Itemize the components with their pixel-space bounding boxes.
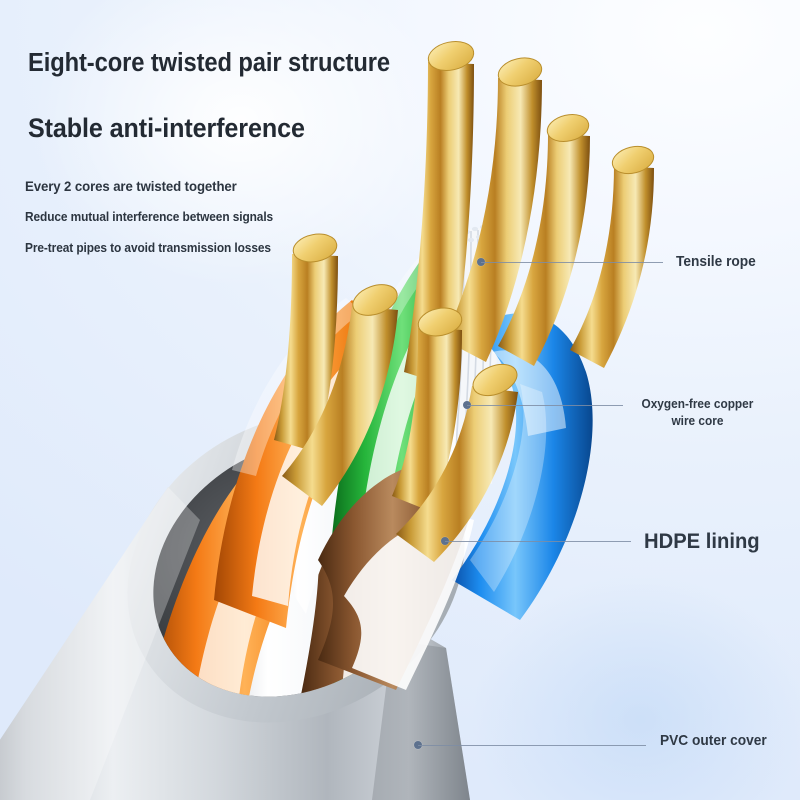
copper-conductor <box>282 284 398 506</box>
callout-leader-copper-core <box>467 405 623 406</box>
feature-bullet-3: Pre-treat pipes to avoid transmission lo… <box>25 240 271 255</box>
copper-conductor <box>444 57 543 362</box>
callout-label-tensile-rope: Tensile rope <box>676 254 756 270</box>
callout-leader-tensile-rope <box>481 262 663 263</box>
copper-conductor <box>274 233 338 452</box>
page-title: Eight-core twisted pair structure <box>28 49 390 77</box>
callout-leader-pvc-cover <box>418 745 646 746</box>
copper-conductor <box>570 145 655 368</box>
copper-conductor <box>392 307 463 512</box>
copper-conductor <box>498 113 590 366</box>
feature-bullet-2: Reduce mutual interference between signa… <box>25 209 274 224</box>
callout-label-copper-core: Oxygen-free copper wire core <box>641 397 754 428</box>
oxygen-free-copper-conductors <box>274 40 655 562</box>
feature-bullet-1: Every 2 cores are twisted together <box>25 179 237 195</box>
callout-label-pvc-cover: PVC outer cover <box>660 733 767 749</box>
callout-label-hdpe-lining: HDPE lining <box>644 529 760 553</box>
copper-conductor <box>396 363 518 562</box>
page-subtitle: Stable anti-interference <box>28 113 305 143</box>
callout-leader-hdpe-lining <box>445 541 631 542</box>
copper-conductor <box>404 40 475 386</box>
